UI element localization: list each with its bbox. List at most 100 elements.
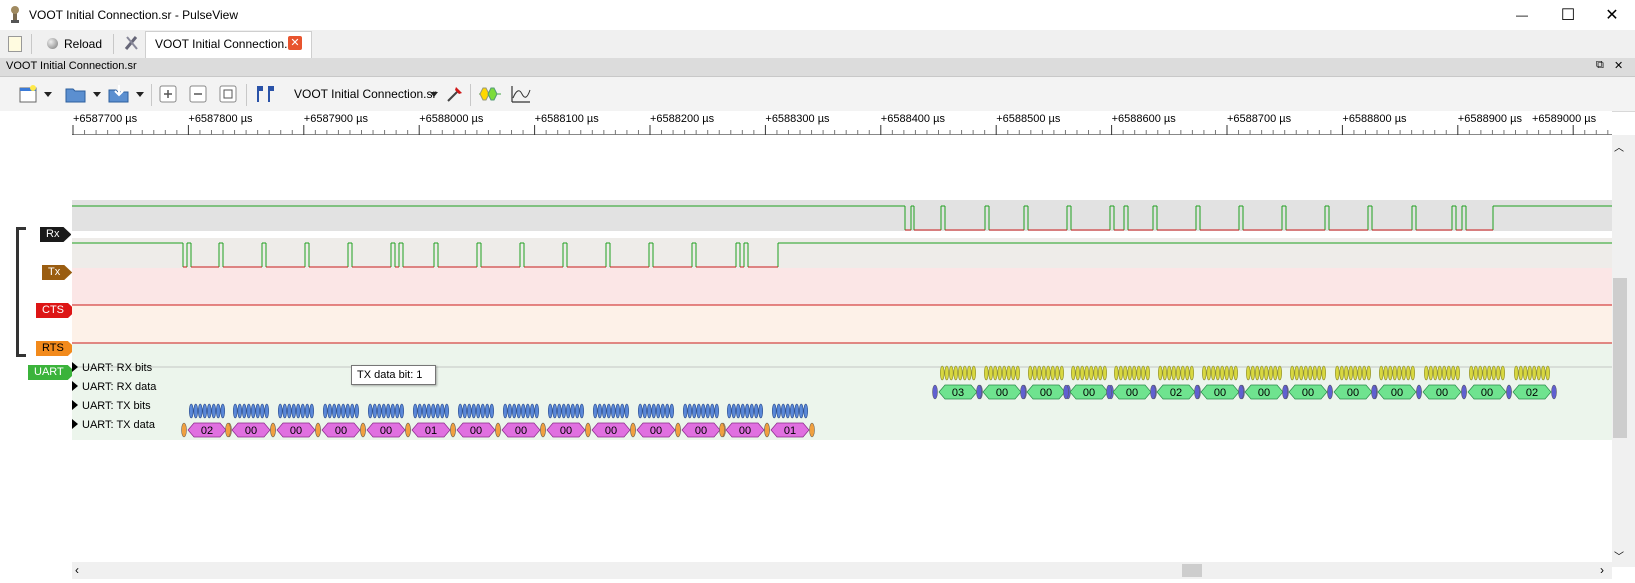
minimize-button[interactable]: — [1499,0,1545,30]
new-session-icon[interactable] [8,36,22,52]
bit-annotation [340,403,346,419]
expand-row-icon[interactable] [72,400,78,410]
bit-annotation [574,403,580,419]
bit-annotation [1036,365,1042,381]
data-annotation-label: 00 [560,425,572,437]
settings-tools-icon[interactable] [124,34,140,52]
rx-bits-byte [1379,365,1416,381]
bit-annotation [1079,365,1085,381]
ruler-tick-label: +6588300 µs [765,113,830,125]
bit-annotation [207,403,212,419]
data-annotation-label: 00 [290,425,302,437]
ruler-tick-label: +6588600 µs [1112,113,1177,125]
maximize-button[interactable]: ☐ [1545,0,1591,30]
bit-annotation [1259,365,1265,381]
add-decoder-icon[interactable] [478,84,502,104]
zoom-fit-icon[interactable] [218,84,238,104]
tx-bits-byte [637,403,674,419]
rx-data-byte: 00 [1333,384,1373,400]
rx-start-bit [1063,384,1069,400]
bit-annotation [1317,365,1322,381]
bit-annotation [780,403,786,419]
bit-annotation [1010,365,1016,381]
tx-data-byte: 00 [231,422,271,438]
channel-label-rts[interactable]: RTS [36,341,76,356]
ruler-ticks: +6587700 µs+6587800 µs+6587900 µs+658800… [72,113,1612,135]
open-dropdown-icon[interactable] [93,92,101,97]
horizontal-scroll-thumb[interactable] [1182,564,1202,577]
bit-annotation [489,403,494,419]
tx-start-bit [270,422,276,438]
probe-config-icon[interactable] [444,83,466,105]
scroll-up-icon[interactable]: ︿ [1614,143,1624,154]
tx-start-bit [719,422,725,438]
time-ruler[interactable]: +6587700 µs+6587800 µs+6587900 µs+658800… [72,111,1612,135]
bit-annotation [264,403,270,419]
tab-voot-initial-connection[interactable] [145,31,312,59]
bit-annotation [1224,365,1230,381]
rx-start-bit [932,384,938,400]
save-dropdown-icon[interactable] [136,92,144,97]
bit-annotation [237,403,243,419]
rx-bits-byte [1514,365,1551,381]
bit-annotation [803,403,808,419]
zoom-out-icon[interactable] [188,84,208,104]
close-window-button[interactable]: ✕ [1589,0,1635,30]
tx-data-byte: 00 [276,422,316,438]
bit-annotation [1102,365,1108,381]
new-view-icon[interactable] [16,82,40,106]
new-view-dropdown-icon[interactable] [44,92,52,97]
bit-annotation [336,403,341,419]
reload-button[interactable]: Reload [45,34,105,54]
cursor-markers-icon[interactable] [254,84,276,104]
bit-annotation [1273,365,1278,381]
scroll-right-icon[interactable]: › [1600,563,1604,577]
dock-float-icon[interactable]: ⧉ [1596,59,1604,71]
channel-label-cts[interactable]: CTS [36,303,76,318]
rx-data-byte: 00 [1112,384,1152,400]
bit-annotation [997,365,1002,381]
bit-annotation [255,403,261,419]
tx-bits-byte [457,403,494,419]
tx-start-bit [181,422,187,438]
expand-row-icon[interactable] [72,419,78,429]
save-file-icon[interactable] [106,82,132,106]
bit-annotation [1050,365,1055,381]
data-annotation-label: 00 [695,425,707,437]
expand-row-icon[interactable] [72,381,78,391]
expand-row-icon[interactable] [72,362,78,372]
zoom-in-icon[interactable] [158,84,178,104]
bit-annotation [331,403,337,419]
open-file-icon[interactable] [64,82,88,106]
bit-annotation [1127,365,1133,381]
decoder-label-uart[interactable]: UART [28,365,76,380]
horizontal-scrollbar[interactable] [72,562,1612,579]
device-selector[interactable]: VOOT Initial Connection.sr [294,87,437,101]
tx-bits-byte [771,403,808,419]
bit-annotation [709,403,715,419]
rx-bits-byte [1114,365,1151,381]
tab-close-icon[interactable]: ✕ [288,36,302,50]
bit-annotation [1006,365,1011,381]
math-channel-icon[interactable] [510,84,532,104]
channel-label-rx[interactable]: Rx [40,227,71,242]
bit-annotation [282,403,288,419]
bit-annotation [430,403,436,419]
vertical-scroll-thumb[interactable] [1613,278,1627,438]
data-annotation-label: 02 [1526,387,1538,399]
scroll-left-icon[interactable]: ‹ [75,563,79,577]
scroll-down-icon[interactable]: ﹀ [1614,552,1624,563]
channel-label-tx[interactable]: Tx [42,265,72,280]
bit-annotation [953,365,958,381]
dock-close-icon[interactable]: ✕ [1614,60,1624,72]
bit-annotation [1321,365,1327,381]
data-annotation-label: 00 [1258,387,1270,399]
device-dropdown-icon[interactable] [430,92,438,97]
bit-annotation [1487,365,1492,381]
rx-data-byte: 00 [1377,384,1417,400]
title-bar [0,0,1635,30]
bit-annotation [220,403,226,419]
tx-start-bit [764,422,770,438]
